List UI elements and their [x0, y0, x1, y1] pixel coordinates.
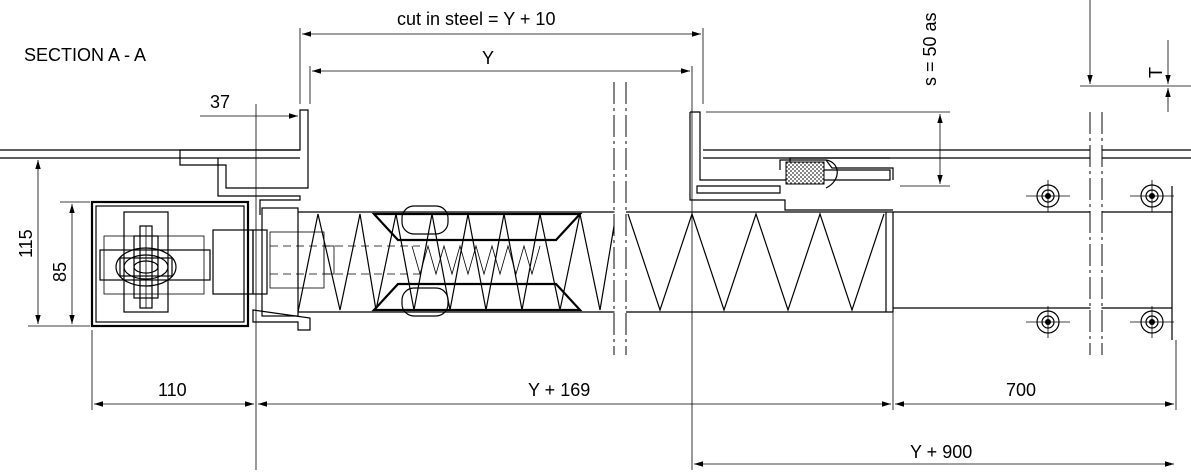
dim-85: 85	[50, 201, 90, 324]
s-50-label: s = 50 as	[920, 12, 940, 86]
floor-slab-left	[0, 149, 300, 159]
dim-y: Y	[309, 48, 693, 104]
dim-700: 700	[895, 340, 1177, 410]
roller-housing	[90, 200, 250, 328]
y-plus-900-label: Y + 900	[910, 442, 972, 462]
dim-y-plus-900: Y + 900	[691, 104, 1174, 470]
dim-t: T	[1080, 0, 1191, 112]
dim-110: 110	[91, 330, 254, 410]
t-label: T	[1146, 67, 1166, 78]
left-cover-plate	[179, 109, 309, 215]
height-85-label: 85	[50, 262, 70, 282]
break-lines	[613, 82, 1103, 355]
roller-icon	[115, 225, 177, 309]
side-plate	[212, 207, 311, 331]
offset-37-label: 37	[210, 92, 230, 112]
expansion-joint	[269, 211, 894, 313]
width-110-label: 110	[158, 380, 187, 400]
floor-slab-right	[703, 149, 1191, 159]
seal-strip	[785, 161, 825, 185]
width-700-label: 700	[1006, 380, 1036, 400]
steel-beam	[893, 186, 1173, 340]
section-title: SECTION A - A	[24, 45, 146, 65]
y-plus-169-label: Y + 169	[528, 380, 590, 400]
dim-s: s = 50 as	[706, 12, 950, 187]
right-cover-plate	[689, 111, 894, 211]
dim-37: 37	[200, 92, 298, 470]
anchor-bolt-icon	[1026, 180, 1174, 338]
y-label: Y	[482, 48, 494, 68]
dim-y-plus-169: Y + 169	[258, 312, 894, 410]
dim-cut-in-steel: cut in steel = Y + 10	[299, 9, 704, 104]
cut-in-steel-label: cut in steel = Y + 10	[397, 9, 555, 29]
clamp-blocks	[371, 205, 583, 317]
height-115-label: 115	[16, 229, 36, 258]
dim-115: 115	[16, 157, 90, 327]
